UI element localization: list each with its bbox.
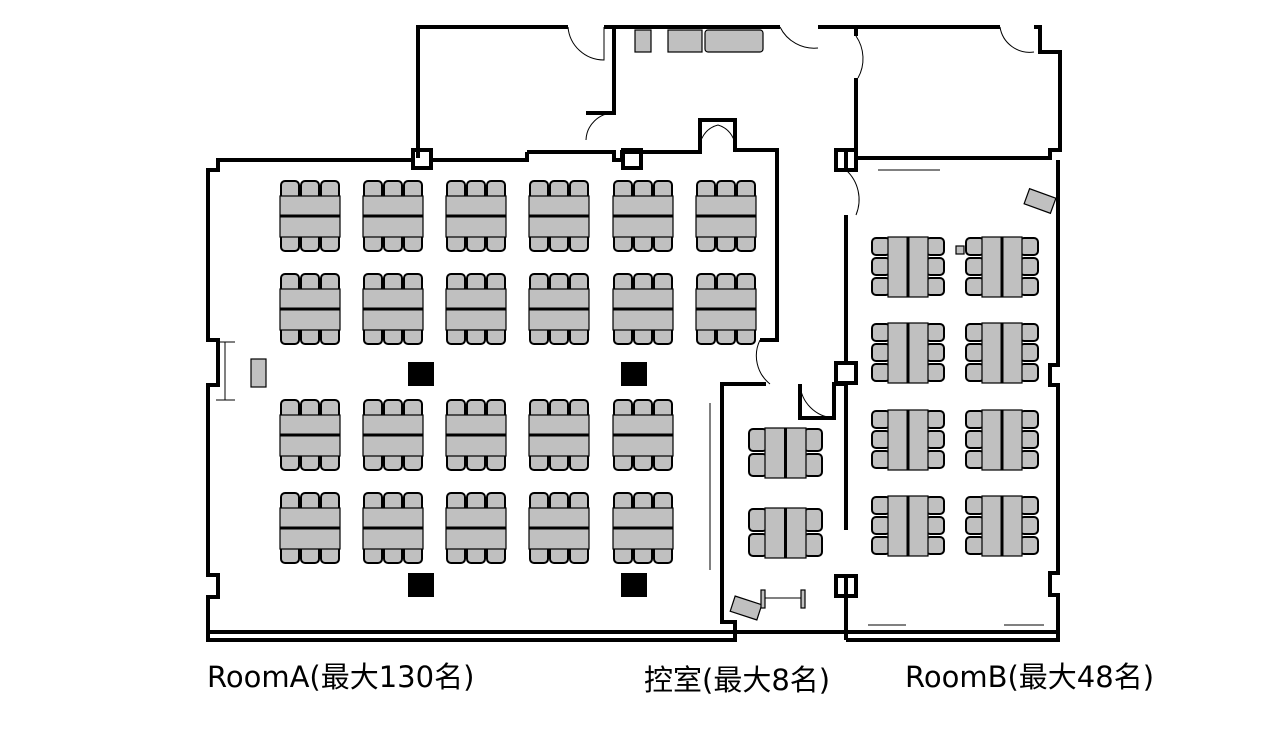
pillar <box>411 148 433 170</box>
chair <box>871 323 891 342</box>
furniture <box>279 180 1039 564</box>
room-a-label: RoomA(最大130名) <box>207 660 475 694</box>
doors <box>567 26 1035 419</box>
chair <box>1019 323 1039 342</box>
anteroom-label: 控室(最大8名) <box>644 663 831 697</box>
chair <box>925 496 945 515</box>
chair <box>965 450 985 469</box>
chair <box>1019 536 1039 555</box>
fixtures <box>216 29 1057 626</box>
chair <box>871 536 891 555</box>
chair <box>803 453 823 477</box>
chair <box>871 237 891 256</box>
chair <box>925 277 945 296</box>
chair <box>871 430 891 449</box>
chair <box>1019 430 1039 449</box>
chair <box>871 516 891 535</box>
walls <box>206 25 1062 642</box>
chair <box>1019 237 1039 256</box>
chair <box>925 516 945 535</box>
chair <box>1019 516 1039 535</box>
chair <box>748 508 768 532</box>
chair <box>1019 257 1039 276</box>
chair <box>925 430 945 449</box>
chair <box>871 363 891 382</box>
chair <box>871 277 891 296</box>
chair <box>803 428 823 452</box>
pillar <box>408 573 434 597</box>
chair <box>965 496 985 515</box>
pillar <box>621 148 643 170</box>
chair <box>871 450 891 469</box>
chair <box>965 536 985 555</box>
chair <box>871 410 891 429</box>
chair <box>925 323 945 342</box>
chair <box>925 536 945 555</box>
chair <box>871 496 891 515</box>
chair <box>871 343 891 362</box>
chair <box>965 363 985 382</box>
chair <box>925 450 945 469</box>
chair <box>1019 410 1039 429</box>
chair <box>965 410 985 429</box>
chair <box>925 343 945 362</box>
chair <box>803 533 823 557</box>
chair <box>1019 496 1039 515</box>
chair <box>965 430 985 449</box>
chair <box>965 516 985 535</box>
chair <box>925 257 945 276</box>
pillar <box>408 362 434 386</box>
chair <box>965 277 985 296</box>
pillar <box>621 362 647 386</box>
chair <box>965 237 985 256</box>
room-b-label: RoomB(最大48名) <box>905 660 1155 694</box>
chair <box>965 343 985 362</box>
chair <box>925 237 945 256</box>
chair <box>1019 277 1039 296</box>
chair <box>871 257 891 276</box>
chair <box>965 257 985 276</box>
chair <box>748 428 768 452</box>
chair <box>1019 363 1039 382</box>
chair <box>1019 450 1039 469</box>
chair <box>925 410 945 429</box>
chair <box>748 533 768 557</box>
pillar <box>621 573 647 597</box>
chair <box>925 363 945 382</box>
chair <box>1019 343 1039 362</box>
chair <box>803 508 823 532</box>
chair <box>748 453 768 477</box>
chair <box>965 323 985 342</box>
